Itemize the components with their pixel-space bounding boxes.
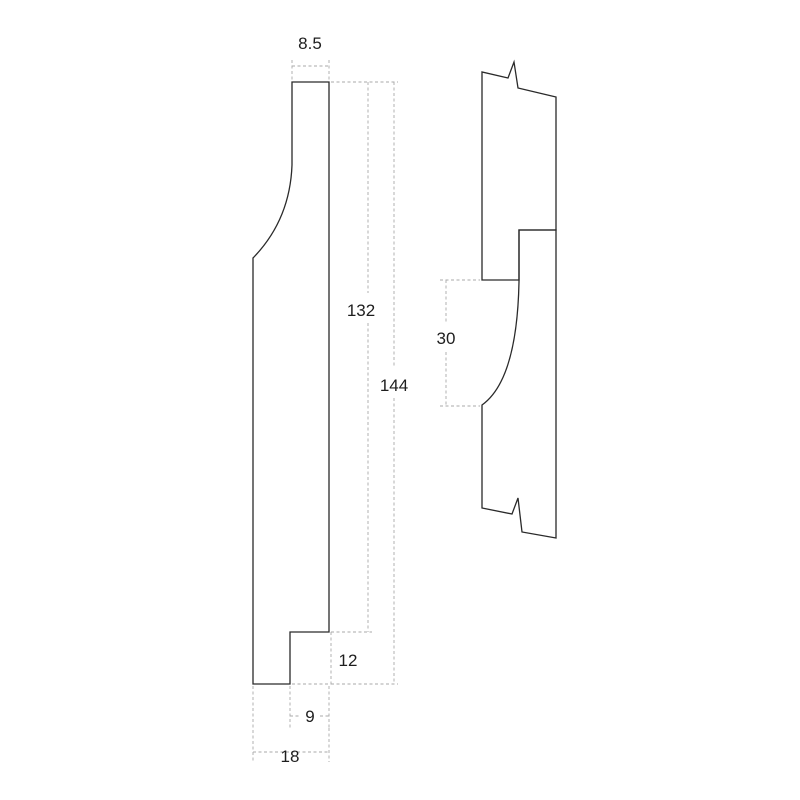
lower-board-outline	[481, 229, 557, 539]
dimension-notch-height: 12	[292, 632, 358, 685]
dimension-notch-height-label: 12	[339, 651, 358, 670]
dimension-joint-gap-label: 30	[437, 329, 456, 348]
profile-section	[252, 81, 330, 685]
dimension-inner-height: 132	[331, 81, 398, 633]
profile-outline	[252, 81, 330, 685]
dimension-top-width: 8.5	[291, 34, 330, 80]
dimension-top-width-label: 8.5	[298, 34, 322, 53]
dimension-inner-height-label: 132	[347, 301, 375, 320]
dimension-total-width: 18	[252, 686, 330, 766]
dimension-total-width-label: 18	[281, 747, 300, 766]
joint-assembly	[481, 59, 557, 539]
dimension-total-height-label: 144	[380, 376, 408, 395]
dimension-total-height: 144	[331, 82, 408, 685]
dimension-notch-width: 9	[289, 686, 330, 728]
dimension-notch-width-label: 9	[305, 707, 314, 726]
dimension-joint-gap: 30	[437, 279, 480, 407]
